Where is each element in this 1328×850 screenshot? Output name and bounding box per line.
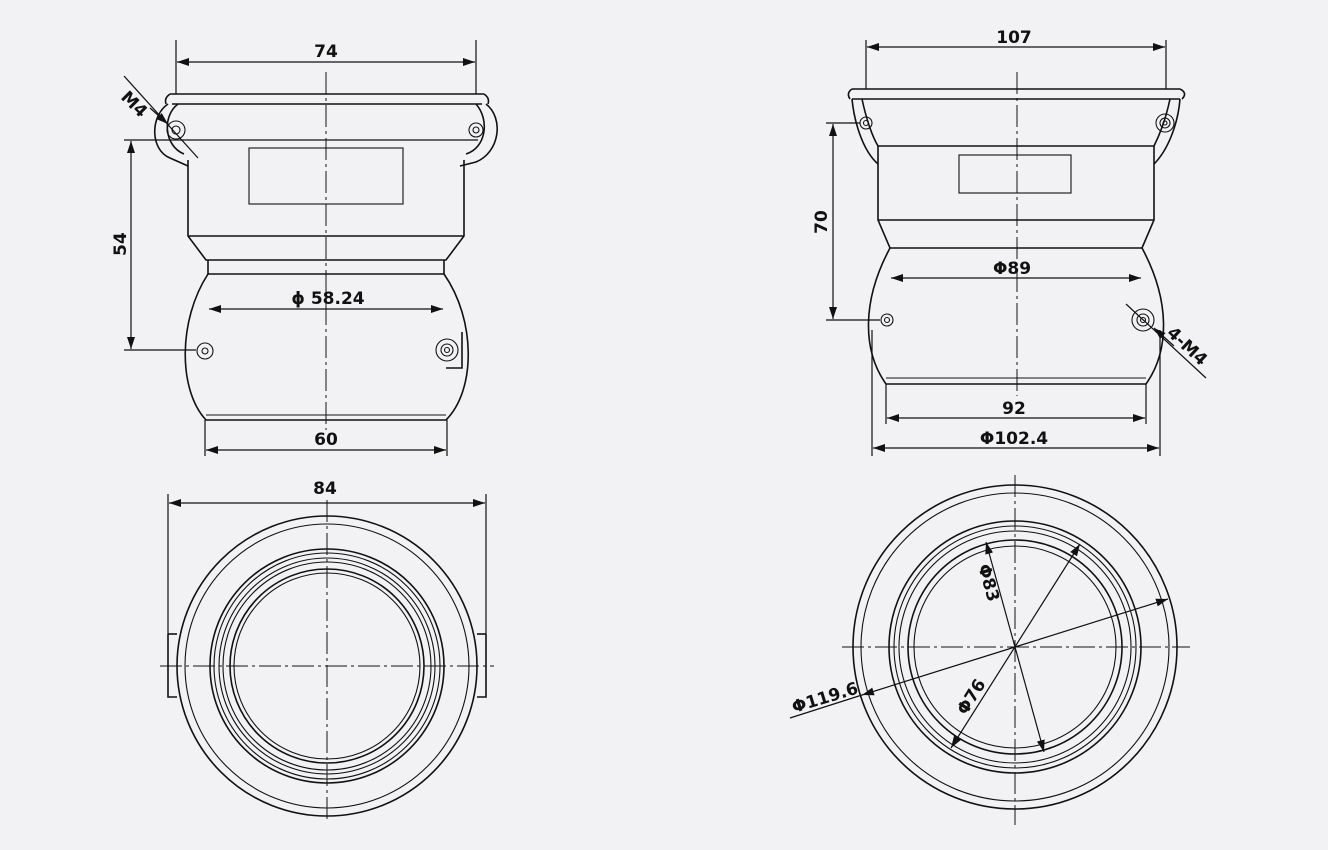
top-view-left: 84 bbox=[160, 479, 494, 820]
dim-phi-89: Φ89 bbox=[993, 259, 1031, 279]
top-view-right: Φ119.6 Φ83 Φ76 bbox=[790, 475, 1190, 825]
thread-m4: M4 bbox=[116, 87, 151, 122]
dim-phi-58-24: ϕ 58.24 bbox=[291, 289, 364, 309]
dim-92: 92 bbox=[1002, 399, 1026, 419]
dim-84: 84 bbox=[313, 479, 337, 499]
dim-phi-119-6: Φ119.6 bbox=[790, 679, 861, 718]
front-view-left: 74 M4 54 ϕ 58.24 60 bbox=[111, 40, 498, 456]
dim-phi-76: Φ76 bbox=[953, 676, 990, 719]
dim-70: 70 bbox=[812, 210, 832, 234]
thread-4-m4: 4-M4 bbox=[1163, 323, 1212, 370]
dim-phi-83: Φ83 bbox=[973, 562, 1003, 604]
dim-54: 54 bbox=[111, 232, 131, 256]
front-view-right: 107 70 Φ89 4-M4 92 Φ102.4 bbox=[812, 28, 1211, 456]
dim-phi-102-4: Φ102.4 bbox=[980, 429, 1048, 449]
dim-107: 107 bbox=[996, 28, 1032, 48]
dim-74: 74 bbox=[314, 42, 338, 62]
dim-60: 60 bbox=[314, 430, 338, 450]
